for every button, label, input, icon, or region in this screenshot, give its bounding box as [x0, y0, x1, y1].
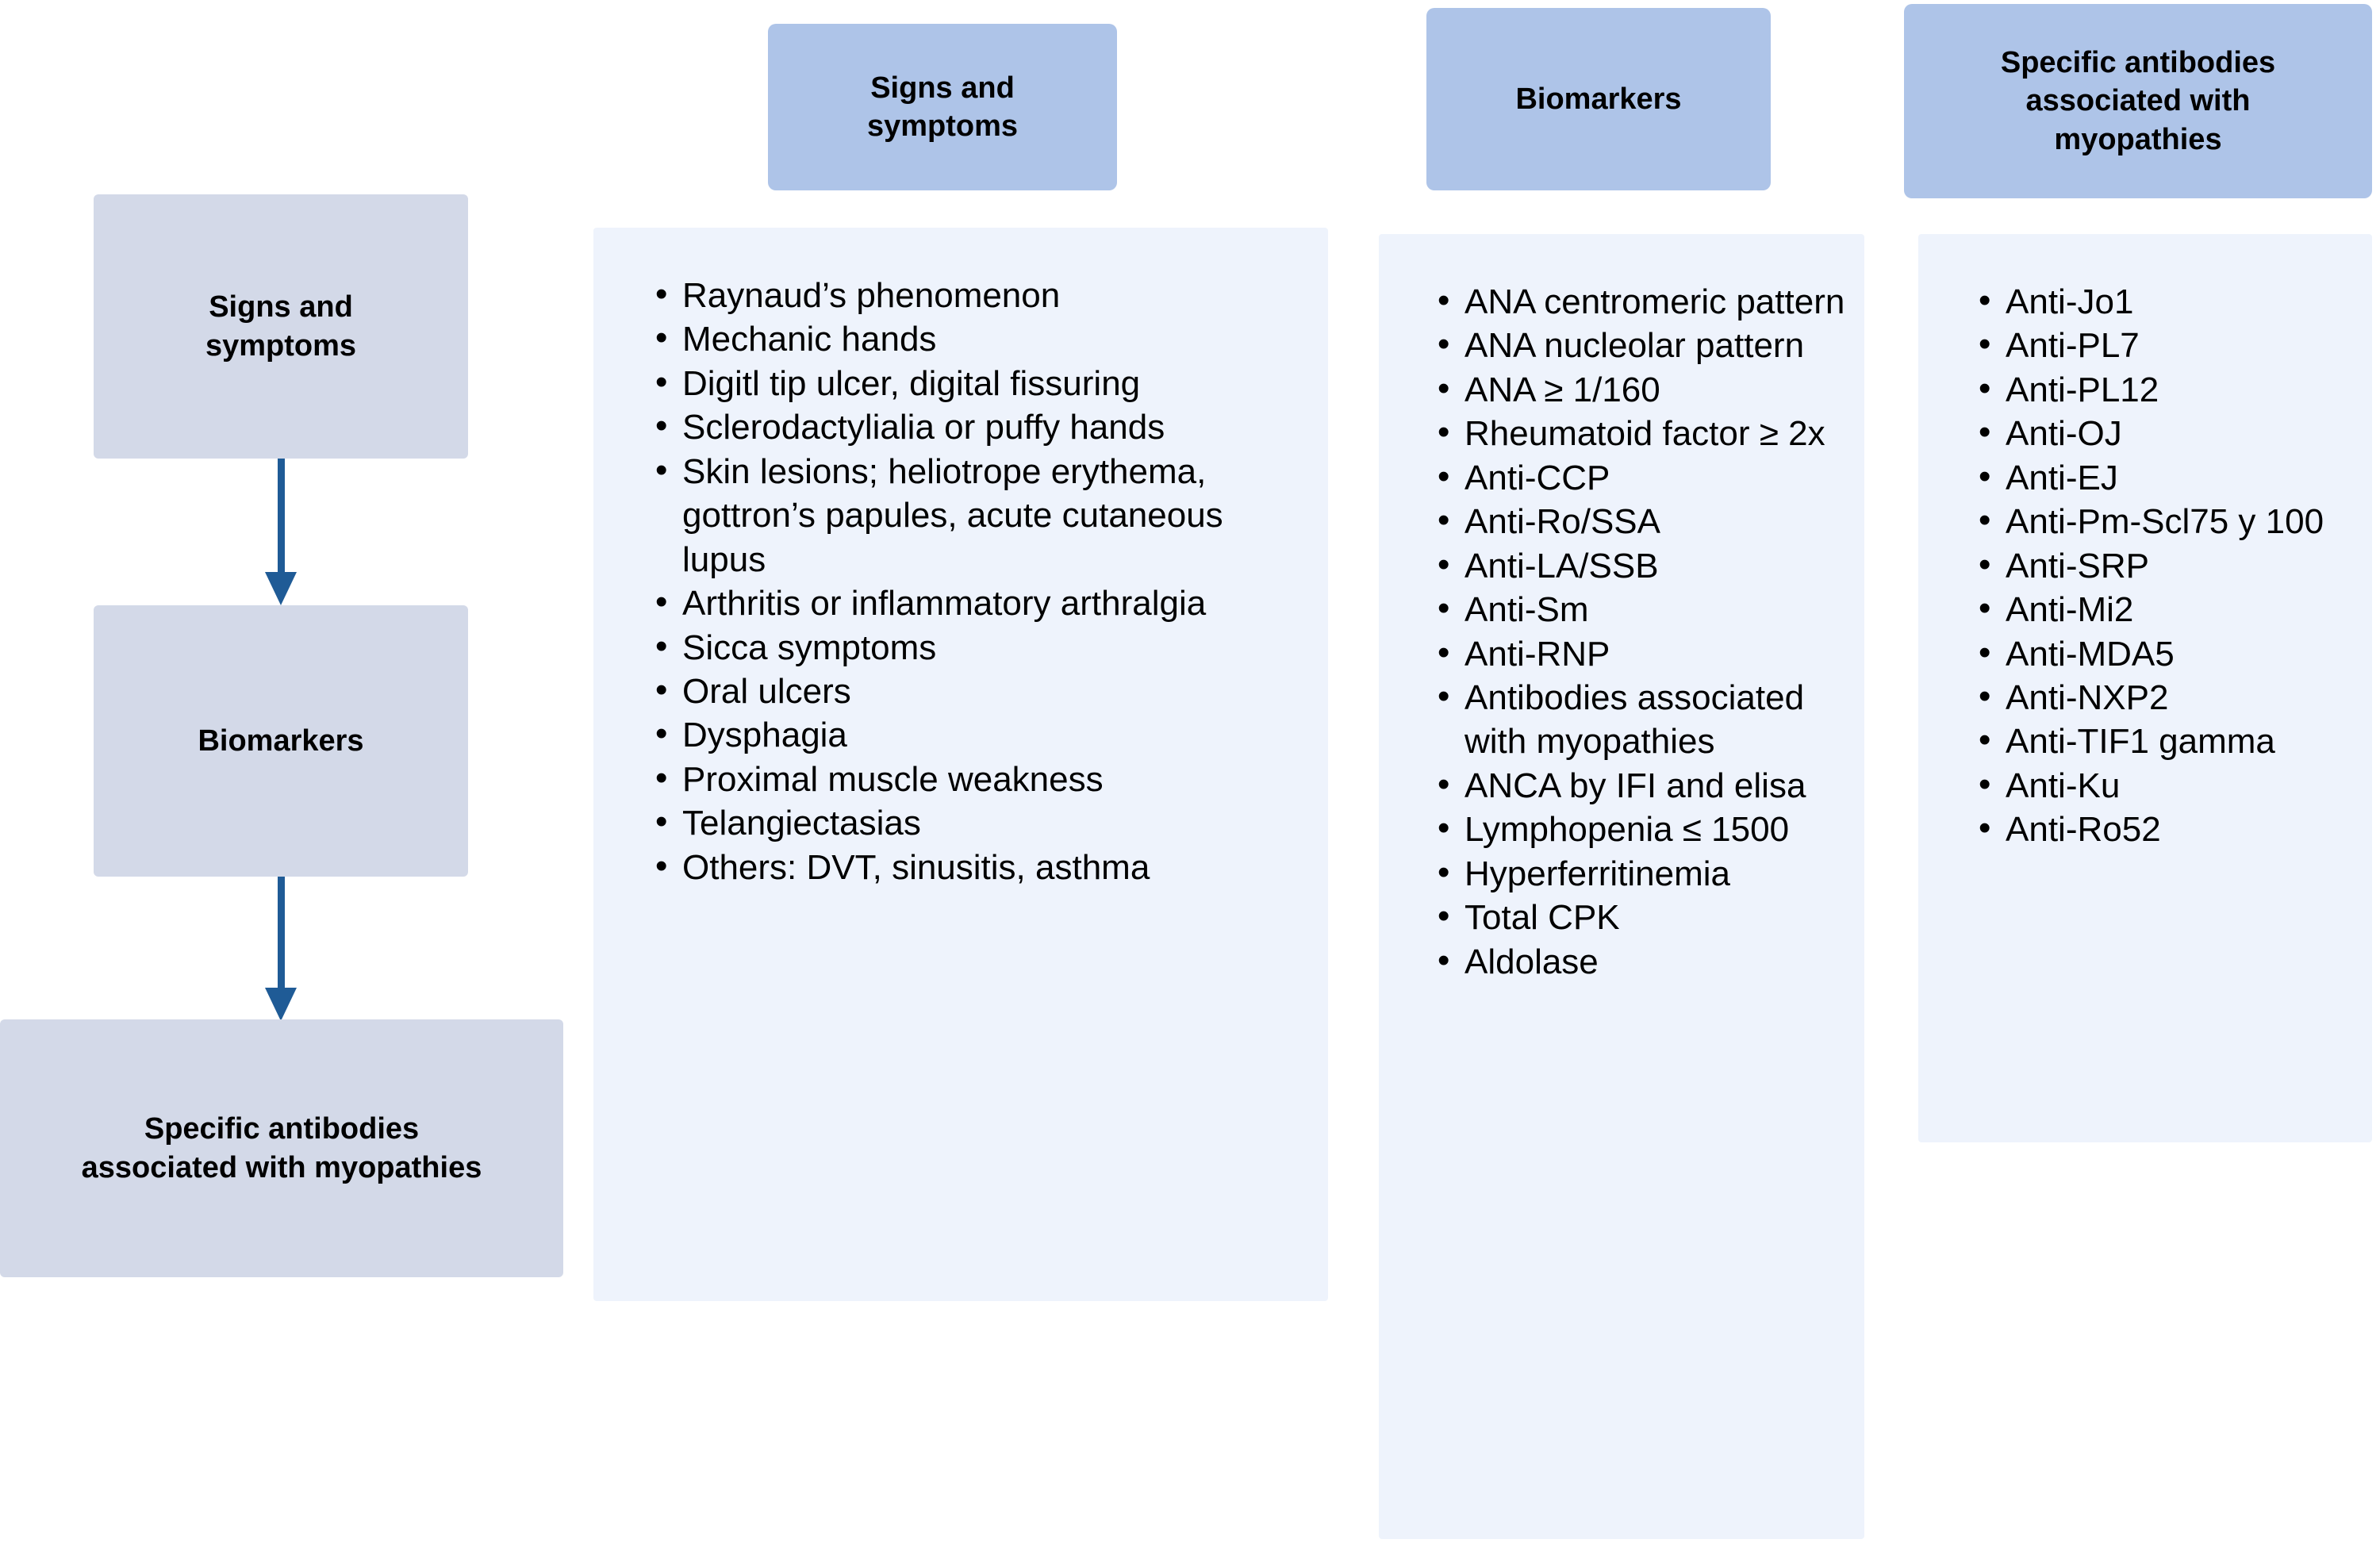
list-item: ANA centromeric pattern: [1434, 278, 1853, 324]
list-item: Digitl tip ulcer, digital fissuring: [652, 360, 1312, 405]
list-item: Anti-NXP2: [1975, 674, 2361, 720]
list-item: Antibodies associated with myopathies: [1434, 674, 1853, 764]
list-item: Anti-Ro52: [1975, 806, 2361, 851]
arrow-head: [265, 988, 297, 1021]
list-item: Anti-RNP: [1434, 630, 1853, 676]
list-specific-antibodies: Anti-Jo1Anti-PL7Anti-PL12Anti-OJAnti-EJA…: [1918, 234, 2372, 852]
list-item: Mechanic hands: [652, 316, 1312, 361]
list-item: Sicca symptoms: [652, 624, 1312, 670]
list-item: Anti-LA/SSB: [1434, 543, 1853, 588]
list-item: Anti-Ro/SSA: [1434, 498, 1853, 543]
flow-step-biomarkers: Biomarkers: [94, 605, 468, 877]
list-item: Anti-OJ: [1975, 410, 2361, 455]
panel-specific-antibodies: Anti-Jo1Anti-PL7Anti-PL12Anti-OJAnti-EJA…: [1918, 234, 2372, 1142]
list-item: Anti-PL7: [1975, 322, 2361, 367]
list-item: ANCA by IFI and elisa: [1434, 762, 1853, 808]
list-item: Hyperferritinemia: [1434, 850, 1853, 896]
list-item: Raynaud’s phenomenon: [652, 272, 1312, 317]
list-biomarkers: ANA centromeric patternANA nucleolar pat…: [1379, 234, 1864, 984]
arrow-biomarkers-to-antibodies-icon: [265, 877, 297, 1021]
list-item: Total CPK: [1434, 894, 1853, 939]
list-item: Skin lesions; heliotrope erythema, gottr…: [652, 448, 1312, 582]
list-item: ANA ≥ 1/160: [1434, 367, 1853, 412]
arrow-shaft: [278, 459, 285, 574]
list-item: Telangiectasias: [652, 800, 1312, 845]
panel-signs-and-symptoms: Raynaud’s phenomenonMechanic handsDigitl…: [593, 228, 1328, 1301]
panel-biomarkers: ANA centromeric patternANA nucleolar pat…: [1379, 234, 1864, 1539]
list-item: Anti-PL12: [1975, 367, 2361, 412]
arrow-shaft: [278, 877, 285, 989]
list-item: Anti-SRP: [1975, 543, 2361, 588]
list-item: Aldolase: [1434, 938, 1853, 984]
list-item: Anti-Jo1: [1975, 278, 2361, 324]
list-item: Rheumatoid factor ≥ 2x: [1434, 410, 1853, 455]
list-item: Sclerodactylialia or puffy hands: [652, 404, 1312, 449]
list-item: Anti-Sm: [1434, 586, 1853, 631]
list-item: Anti-CCP: [1434, 455, 1853, 500]
list-item: Anti-MDA5: [1975, 630, 2361, 676]
list-item: Others: DVT, sinusitis, asthma: [652, 844, 1312, 889]
arrow-signs-to-biomarkers-icon: [265, 459, 297, 605]
list-item: Anti-Mi2: [1975, 586, 2361, 631]
list-item: Lymphopenia ≤ 1500: [1434, 806, 1853, 851]
list-item: Anti-Ku: [1975, 762, 2361, 808]
list-item: Oral ulcers: [652, 668, 1312, 713]
list-item: Anti-EJ: [1975, 455, 2361, 500]
arrow-head: [265, 572, 297, 605]
list-signs-and-symptoms: Raynaud’s phenomenonMechanic handsDigitl…: [593, 228, 1328, 889]
list-item: Proximal muscle weakness: [652, 756, 1312, 801]
list-item: Anti-TIF1 gamma: [1975, 718, 2361, 763]
column-header-biomarkers: Biomarkers: [1426, 8, 1771, 190]
column-header-label: Biomarkers: [1515, 82, 1682, 116]
list-item: Dysphagia: [652, 712, 1312, 757]
list-item: ANA nucleolar pattern: [1434, 322, 1853, 367]
flow-step-label: Biomarkers: [198, 724, 364, 758]
list-item: Arthritis or inflammatory arthralgia: [652, 580, 1312, 625]
list-item: Anti-Pm-Scl75 y 100: [1975, 498, 2361, 543]
